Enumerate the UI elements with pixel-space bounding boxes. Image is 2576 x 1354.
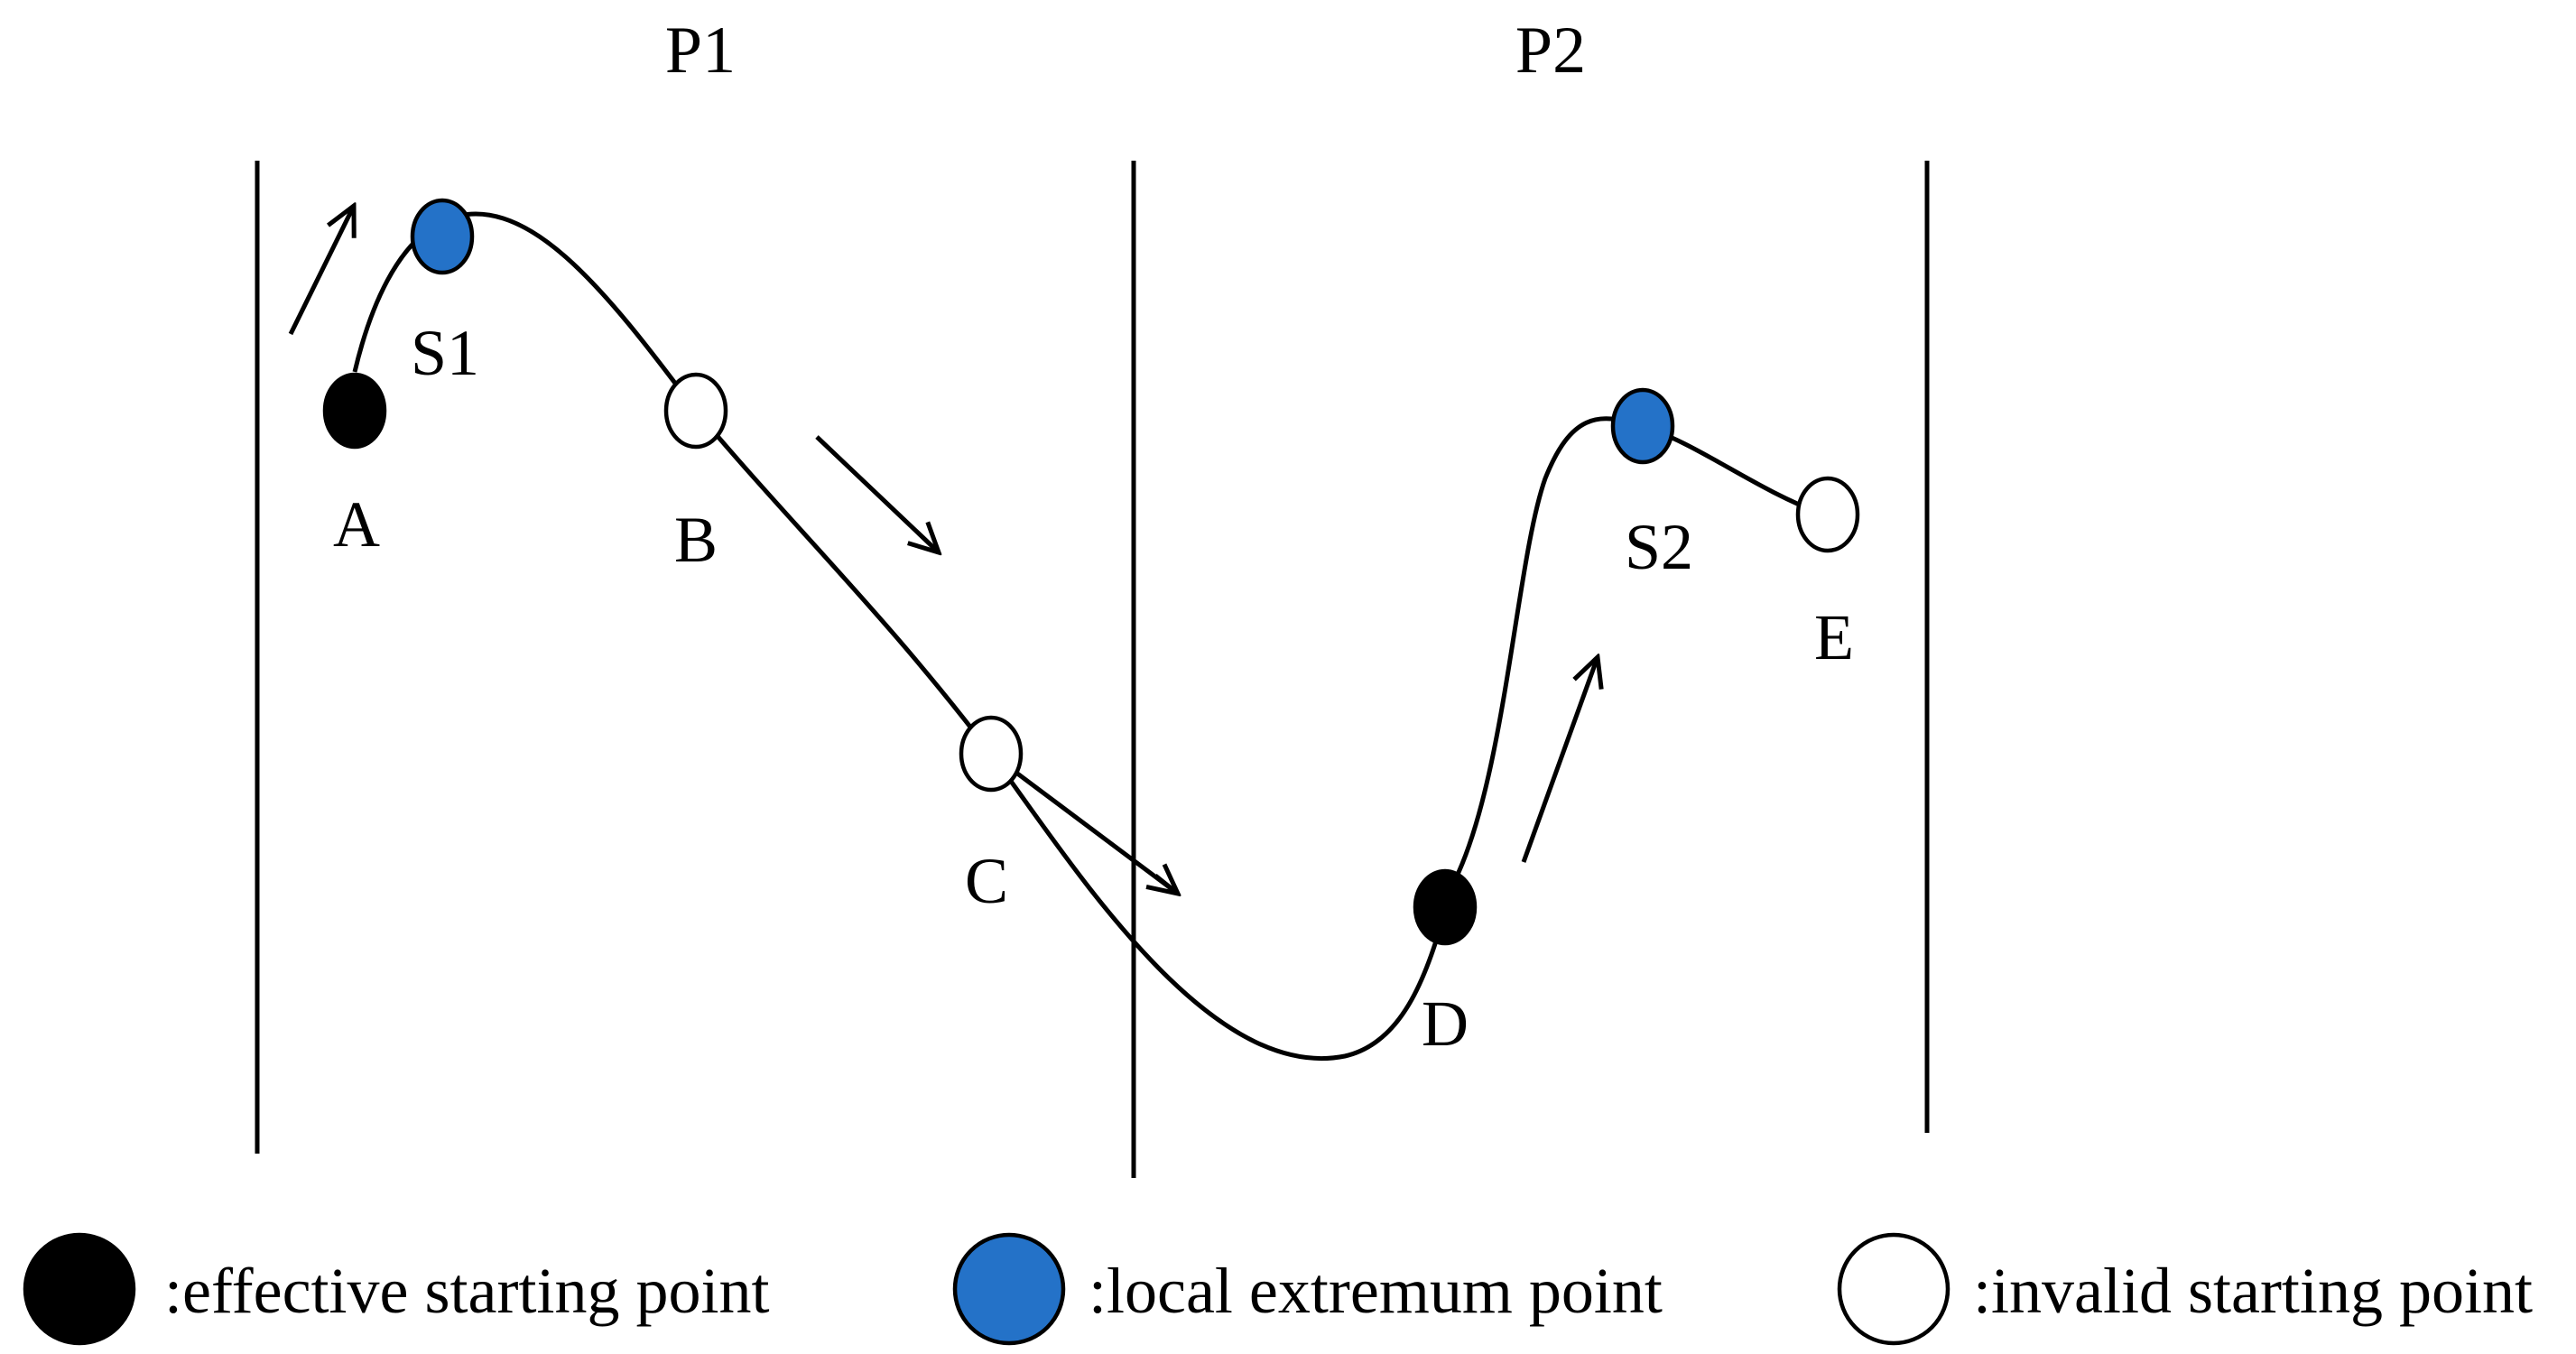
legend: :effective starting point :local extremu…	[23, 1232, 2533, 1346]
point-s2-extremum	[1610, 387, 1675, 465]
point-e-invalid	[1795, 476, 1860, 553]
point-label-c: C	[965, 845, 1008, 917]
point-c-invalid	[959, 715, 1024, 793]
legend-swatch-invalid	[1837, 1232, 1951, 1346]
point-label-d: D	[1422, 988, 1469, 1060]
arrow-up-a	[288, 206, 354, 336]
point-a-effective	[322, 372, 387, 450]
point-d-effective	[1413, 868, 1478, 946]
branch-line	[989, 751, 1180, 896]
point-s1-extremum	[410, 198, 475, 275]
branch-arrow	[1155, 876, 1178, 894]
legend-swatch-extremum	[952, 1232, 1066, 1346]
legend-swatch-effective	[23, 1232, 136, 1346]
point-label-e: E	[1814, 601, 1854, 673]
point-label-s2: S2	[1625, 511, 1693, 583]
point-b-invalid	[663, 372, 728, 450]
region-label-p1: P1	[665, 14, 736, 88]
point-label-s1: S1	[411, 317, 479, 389]
legend-text-effective: :effective starting point	[164, 1255, 769, 1327]
point-label-b: B	[674, 504, 718, 576]
arrow-down-b	[815, 435, 939, 552]
region-label-p2: P2	[1515, 14, 1586, 88]
arrow-up-d	[1521, 657, 1598, 863]
point-label-a: A	[333, 488, 380, 561]
search-curve	[352, 211, 1824, 1061]
legend-text-invalid: :invalid starting point	[1973, 1255, 2533, 1327]
legend-text-extremum: :local extremum point	[1089, 1255, 1663, 1327]
